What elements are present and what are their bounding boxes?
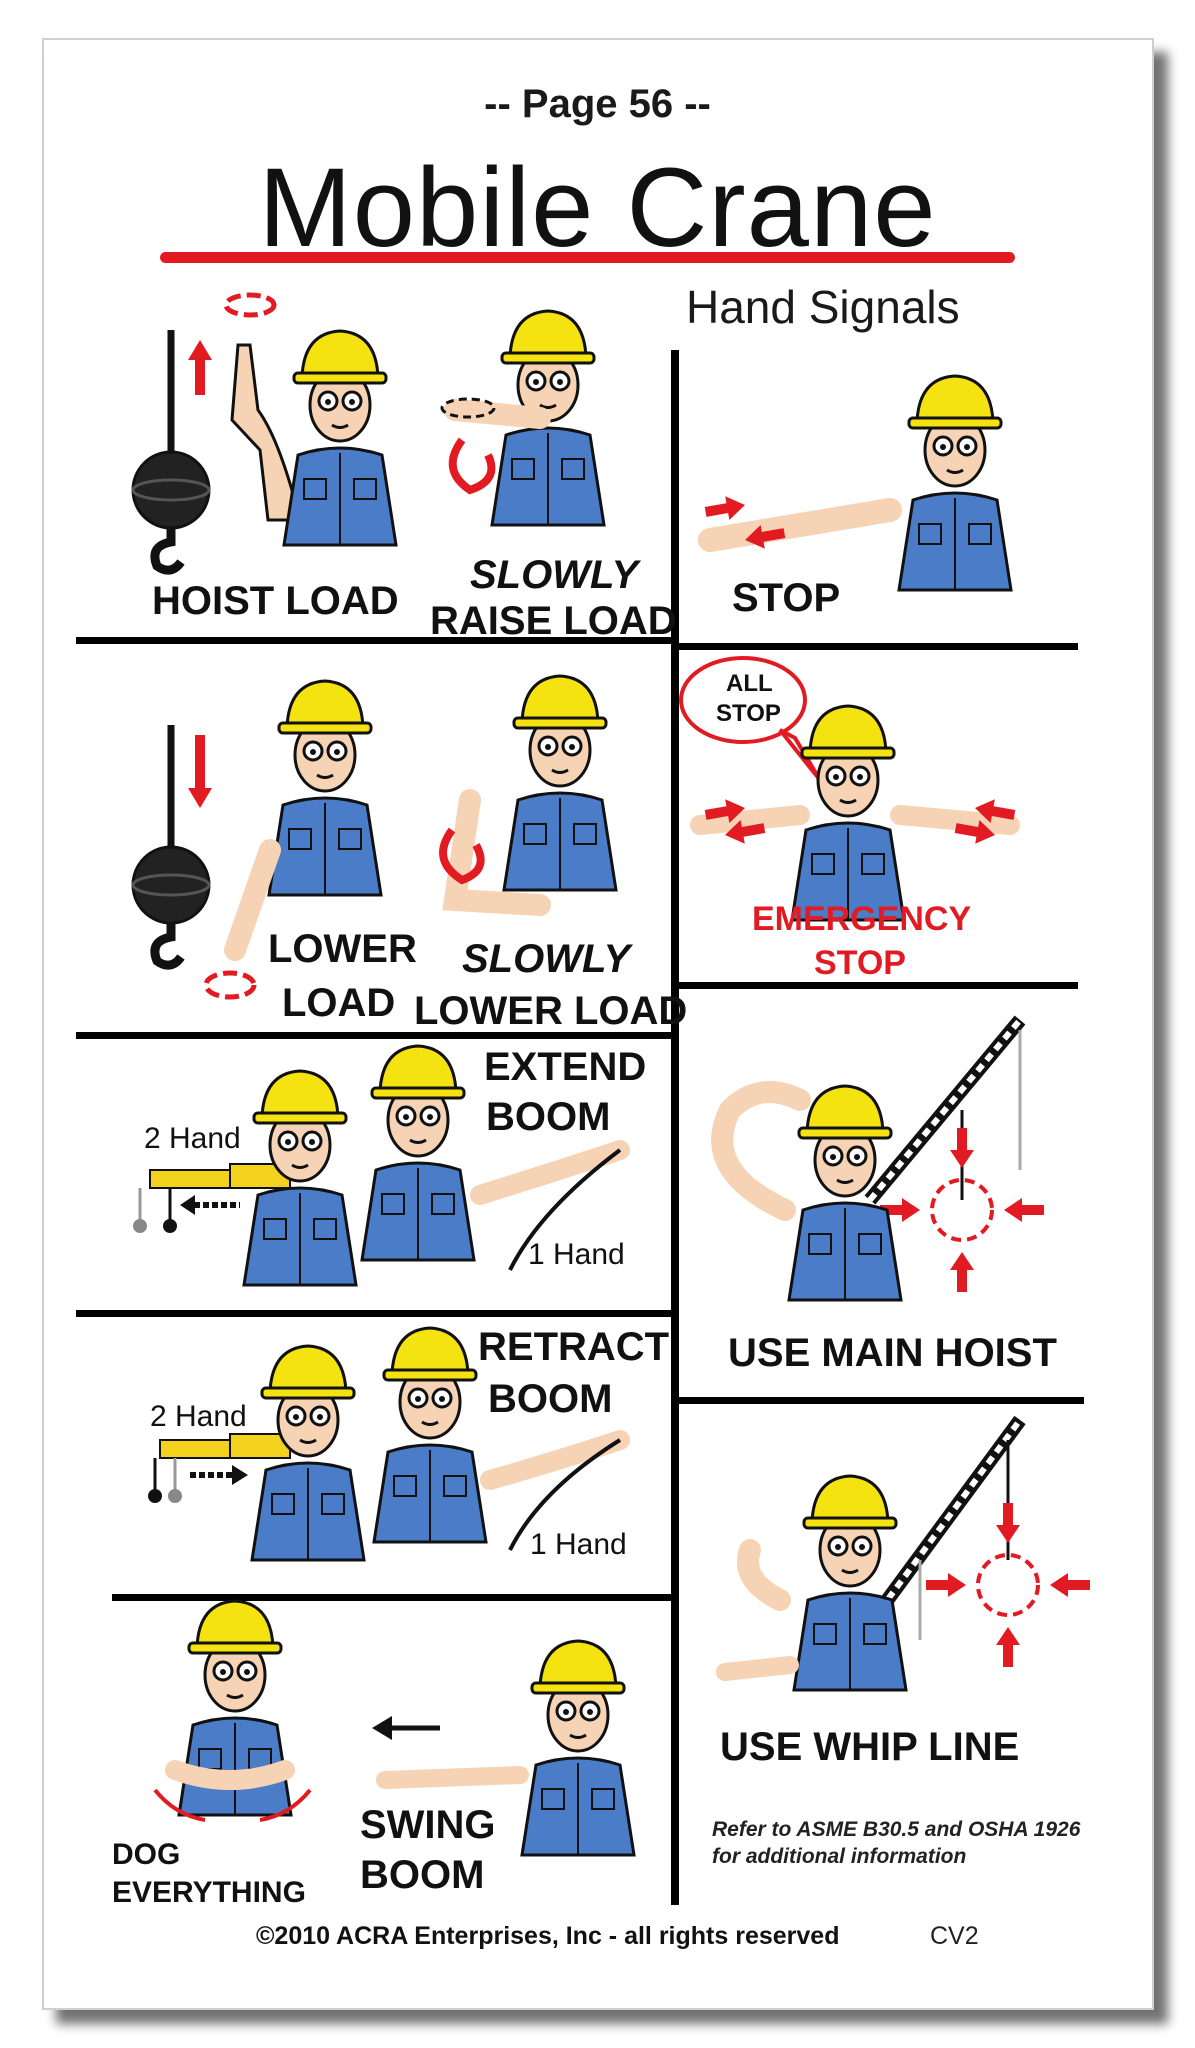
- label-lower: LOWER: [268, 927, 417, 971]
- page-subtitle: Hand Signals: [686, 281, 960, 333]
- card-code: CV2: [930, 1922, 979, 1950]
- label-emergency-stop: STOP: [814, 944, 906, 982]
- divider-right-3: [676, 1397, 1084, 1404]
- speech-all: ALL: [726, 670, 773, 697]
- label-one-hand-extend: 1 Hand: [528, 1238, 625, 1271]
- label-extend-boom: BOOM: [486, 1095, 611, 1139]
- divider-left-4: [112, 1594, 676, 1601]
- reference-note: Refer to ASME B30.5 and OSHA 1926 for ad…: [712, 1816, 1080, 1871]
- divider-left-1: [76, 637, 676, 644]
- label-everything: EVERYTHING: [112, 1876, 306, 1909]
- label-one-hand-retract: 1 Hand: [530, 1528, 627, 1561]
- divider-right-1: [676, 643, 1078, 650]
- label-use-whip-line: USE WHIP LINE: [720, 1725, 1020, 1769]
- title-underline: [160, 252, 1015, 263]
- label-hoist-load: HOIST LOAD: [152, 579, 399, 623]
- copyright: ©2010 ACRA Enterprises, Inc - all rights…: [256, 1922, 840, 1950]
- reference-note-line2: for additional information: [712, 1845, 967, 1869]
- label-dog: DOG: [112, 1838, 181, 1871]
- label-raise-load: RAISE LOAD: [430, 599, 677, 643]
- reference-note-line1: Refer to ASME B30.5 and OSHA 1926: [712, 1818, 1081, 1841]
- label-slowly-lower: SLOWLY: [462, 937, 631, 981]
- label-stop: STOP: [732, 576, 841, 620]
- label-lower-load: LOWER LOAD: [414, 989, 688, 1033]
- label-two-hand-retract: 2 Hand: [150, 1400, 247, 1433]
- label-use-main-hoist: USE MAIN HOIST: [728, 1331, 1057, 1375]
- label-extend: EXTEND: [484, 1045, 647, 1089]
- label-swing-boom: BOOM: [360, 1853, 485, 1897]
- divider-left-2: [76, 1032, 676, 1039]
- label-retract-boom: BOOM: [488, 1377, 613, 1421]
- page-number: -- Page 56 --: [484, 82, 711, 126]
- label-swing: SWING: [360, 1803, 496, 1847]
- page-title: Mobile Crane: [258, 145, 937, 270]
- divider-left-3: [76, 1310, 676, 1317]
- label-two-hand-extend: 2 Hand: [144, 1122, 241, 1155]
- divider-right-2: [676, 982, 1078, 989]
- label-retract: RETRACT: [478, 1325, 670, 1369]
- center-divider: [671, 350, 679, 1905]
- label-load: LOAD: [282, 981, 396, 1025]
- label-emergency: EMERGENCY: [752, 900, 972, 938]
- speech-stop: STOP: [716, 700, 781, 727]
- label-slowly-raise: SLOWLY: [470, 553, 639, 597]
